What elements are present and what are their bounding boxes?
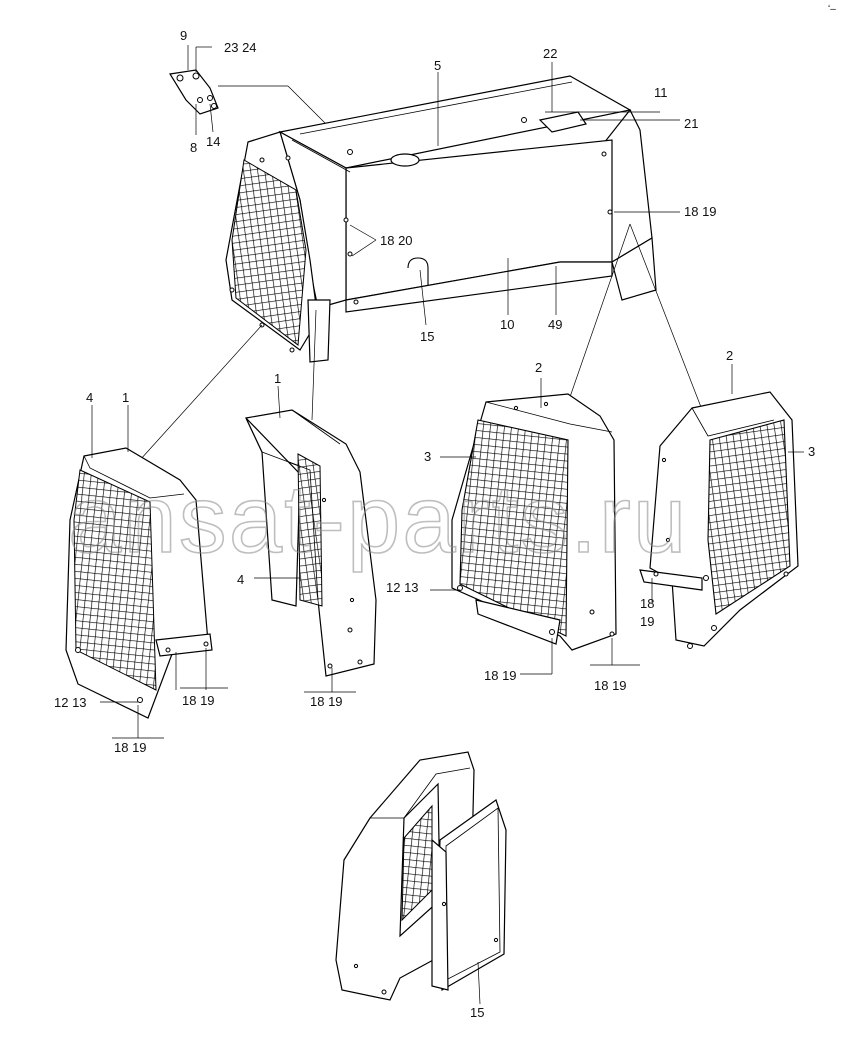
callout-18-19-front-b: 18 19 [594, 678, 627, 693]
callout-8: 8 [190, 140, 197, 155]
callout-23-24: 23 24 [224, 40, 257, 55]
main-hood [225, 75, 657, 363]
callout-14: 14 [206, 134, 220, 149]
callout-18-19-left-b: 18 19 [114, 740, 147, 755]
corner-mark: ʻ‒ [828, 3, 836, 15]
callout-2-right: 2 [726, 348, 733, 363]
callout-18-19-mid: 18 19 [310, 694, 343, 709]
left-end-panel [65, 405, 228, 739]
callout-12-13-front: 12 13 [386, 580, 419, 595]
callout-1-mid: 1 [274, 371, 281, 386]
callout-49: 49 [548, 317, 562, 332]
middle-frame [245, 385, 377, 693]
callout-4-left: 4 [86, 390, 93, 405]
callout-10: 10 [500, 317, 514, 332]
callout-3-right: 3 [808, 444, 815, 459]
callout-18-right: 18 [640, 596, 654, 611]
right-end-panel [639, 364, 804, 649]
callout-11: 11 [654, 85, 668, 100]
bottom-assembly [335, 751, 507, 1005]
main-hood-leaders [139, 62, 707, 461]
callout-2-front: 2 [535, 360, 542, 375]
callout-1-left: 1 [122, 390, 129, 405]
callout-3-front: 3 [424, 449, 431, 464]
callout-19-right: 19 [640, 614, 654, 629]
callout-22: 22 [543, 46, 557, 61]
callout-4-mid: 4 [237, 572, 244, 587]
callout-9: 9 [180, 28, 187, 43]
callout-15-main: 15 [420, 329, 434, 344]
hinge-bracket [169, 45, 351, 149]
callout-18-19-front-a: 18 19 [484, 668, 517, 683]
callout-18-20: 18 20 [380, 233, 413, 248]
callout-15-bottom: 15 [470, 1005, 484, 1020]
callout-5: 5 [434, 58, 441, 73]
callout-18-19-main: 18 19 [684, 204, 717, 219]
callout-21: 21 [684, 116, 698, 131]
front-grille-panel [430, 378, 640, 675]
callout-12-13-left: 12 13 [54, 695, 87, 710]
callout-labels: 9 23 24 8 14 5 22 11 21 18 19 18 20 15 1… [54, 28, 815, 1020]
callout-18-19-left-a: 18 19 [182, 693, 215, 708]
watermark: ansat-parts.ru [68, 466, 688, 573]
